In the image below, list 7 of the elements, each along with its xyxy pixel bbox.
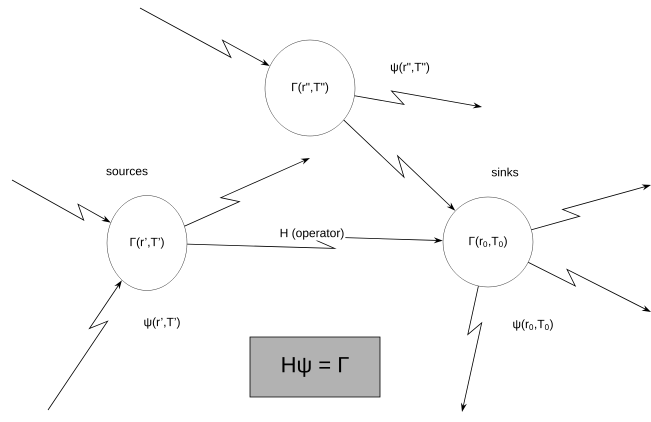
text-label: sources	[106, 168, 148, 176]
equation-box: Hψ = Γ	[250, 336, 380, 398]
text-label: ψ(r’,T’)	[144, 317, 180, 329]
text-label: sinks	[492, 168, 518, 176]
text-label: ψ(r$_{0}$,T$_{0}$)	[513, 319, 553, 331]
text-label: ψ(r",T")	[390, 62, 430, 74]
edge-label: H (operator)	[278, 227, 346, 241]
